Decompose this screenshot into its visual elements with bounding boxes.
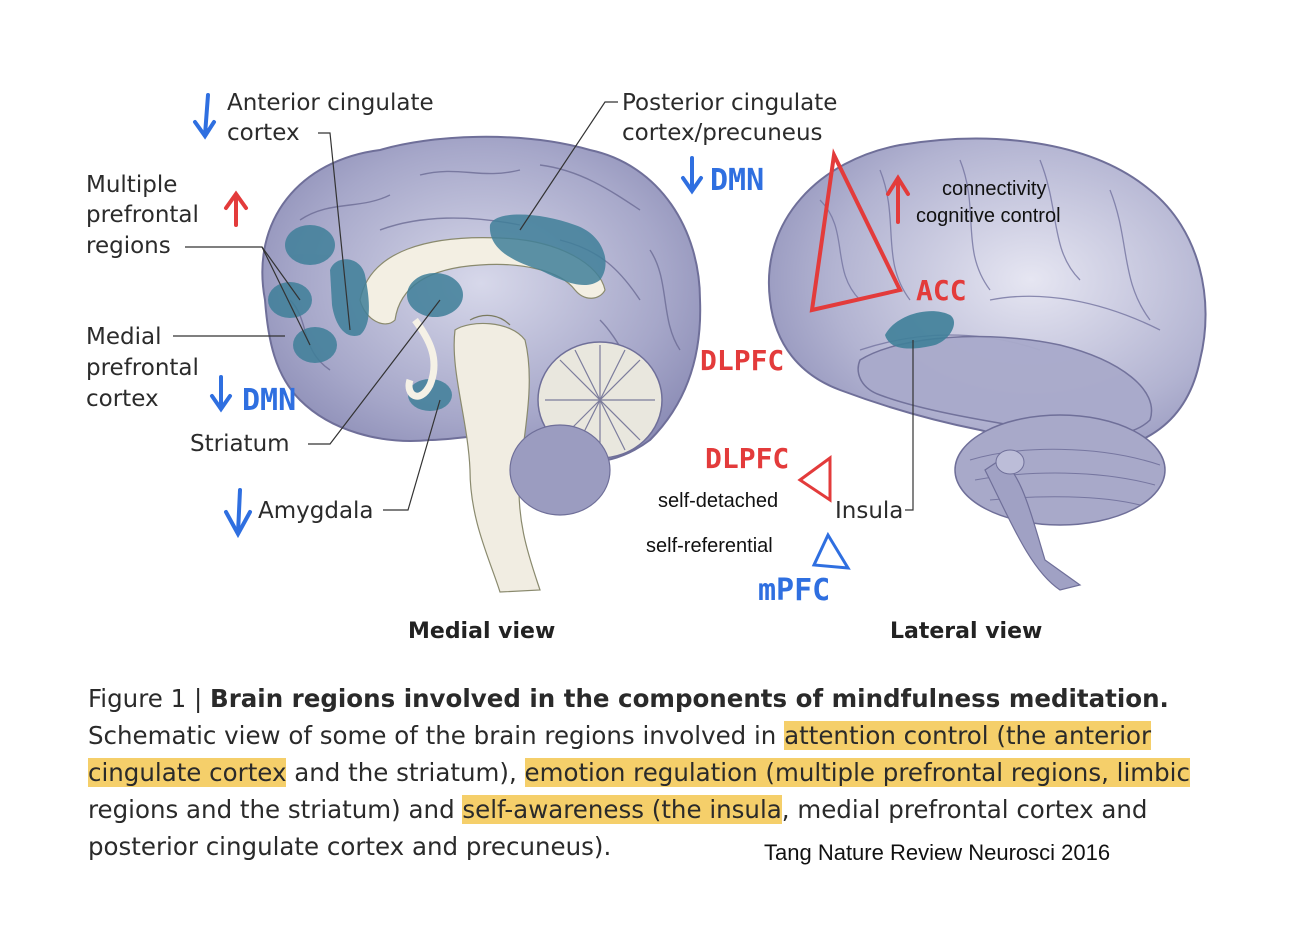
- multiple-pfc-label-line1: Multiple: [86, 172, 177, 198]
- red-triangle-annotation: [809, 148, 903, 313]
- cerebellum: [509, 341, 663, 516]
- mpfc-label-line1: Medial: [86, 324, 161, 350]
- pcc-label-line1: Posterior cingulate: [622, 90, 837, 116]
- acc-label-line1: Anterior cingulate: [227, 90, 434, 116]
- multiple-pfc-label-line3: regions: [86, 233, 171, 259]
- down-arrow-mpfc: [210, 375, 232, 413]
- self-referential-note: self-referential: [646, 535, 773, 557]
- figure-number: Figure 1 |: [88, 684, 211, 713]
- insula-label: Insula: [835, 498, 903, 524]
- figure-title: Brain regions involved in the components…: [210, 684, 1169, 713]
- lateral-view-title: Lateral view: [890, 619, 1042, 644]
- acc-label-line2: cortex: [227, 120, 300, 146]
- highlight-self-awareness: self-awareness (the insula: [462, 795, 782, 824]
- source-credit: Tang Nature Review Neurosci 2016: [764, 840, 1111, 865]
- mpfc-label-line3: cortex: [86, 386, 159, 412]
- medial-view-title: Medial view: [408, 619, 555, 644]
- down-arrow-amygdala: [224, 488, 252, 539]
- acc-hand-annotation: ACC: [916, 274, 967, 307]
- mpfc-label-line2: prefrontal: [86, 355, 199, 381]
- leader-lines-medial: [173, 101, 618, 511]
- dlpfc-annotation-bottom: DLPFC: [705, 442, 789, 475]
- caption-text-1: Schematic view of some of the brain regi…: [88, 721, 785, 750]
- down-arrow-acc: [193, 93, 216, 140]
- small-red-triangle: [797, 455, 832, 503]
- self-detached-note: self-detached: [658, 490, 778, 512]
- lateral-brain: [767, 137, 1207, 591]
- pcc-label-line2: cortex/precuneus: [622, 120, 823, 146]
- highlighted-regions: [268, 214, 606, 411]
- caption-text-3: regions and the striatum) and: [88, 795, 463, 824]
- figure-caption: Figure 1 | Brain regions involved in the…: [88, 680, 1248, 865]
- caption-text-2: and the striatum),: [286, 758, 525, 787]
- dmn-annotation-mpfc: DMN: [242, 383, 296, 418]
- up-arrow-connectivity: [886, 174, 910, 224]
- connectivity-note: connectivity: [942, 178, 1047, 200]
- medial-brain: [261, 135, 702, 593]
- caption-text-4: , medial prefrontal cortex and posterior…: [88, 795, 1148, 861]
- amygdala-label: Amygdala: [258, 498, 374, 524]
- dlpfc-annotation-top: DLPFC: [700, 344, 784, 377]
- mpfc-hand-annotation: mPFC: [758, 573, 830, 608]
- down-arrow-pcc: [681, 156, 703, 195]
- insula-region: [885, 311, 955, 349]
- highlight-emotion-regulation: emotion regulation (multiple prefrontal …: [524, 758, 1190, 787]
- up-arrow-pfc: [224, 190, 248, 227]
- cognitive-control-note: cognitive control: [916, 205, 1061, 227]
- multiple-pfc-label-line2: prefrontal: [86, 202, 199, 228]
- brain-figure: Anterior cingulate cortex Multiple prefr…: [86, 90, 1207, 644]
- striatum-label: Striatum: [190, 431, 290, 457]
- small-blue-triangle: [811, 531, 851, 570]
- dmn-annotation-top: DMN: [710, 163, 764, 198]
